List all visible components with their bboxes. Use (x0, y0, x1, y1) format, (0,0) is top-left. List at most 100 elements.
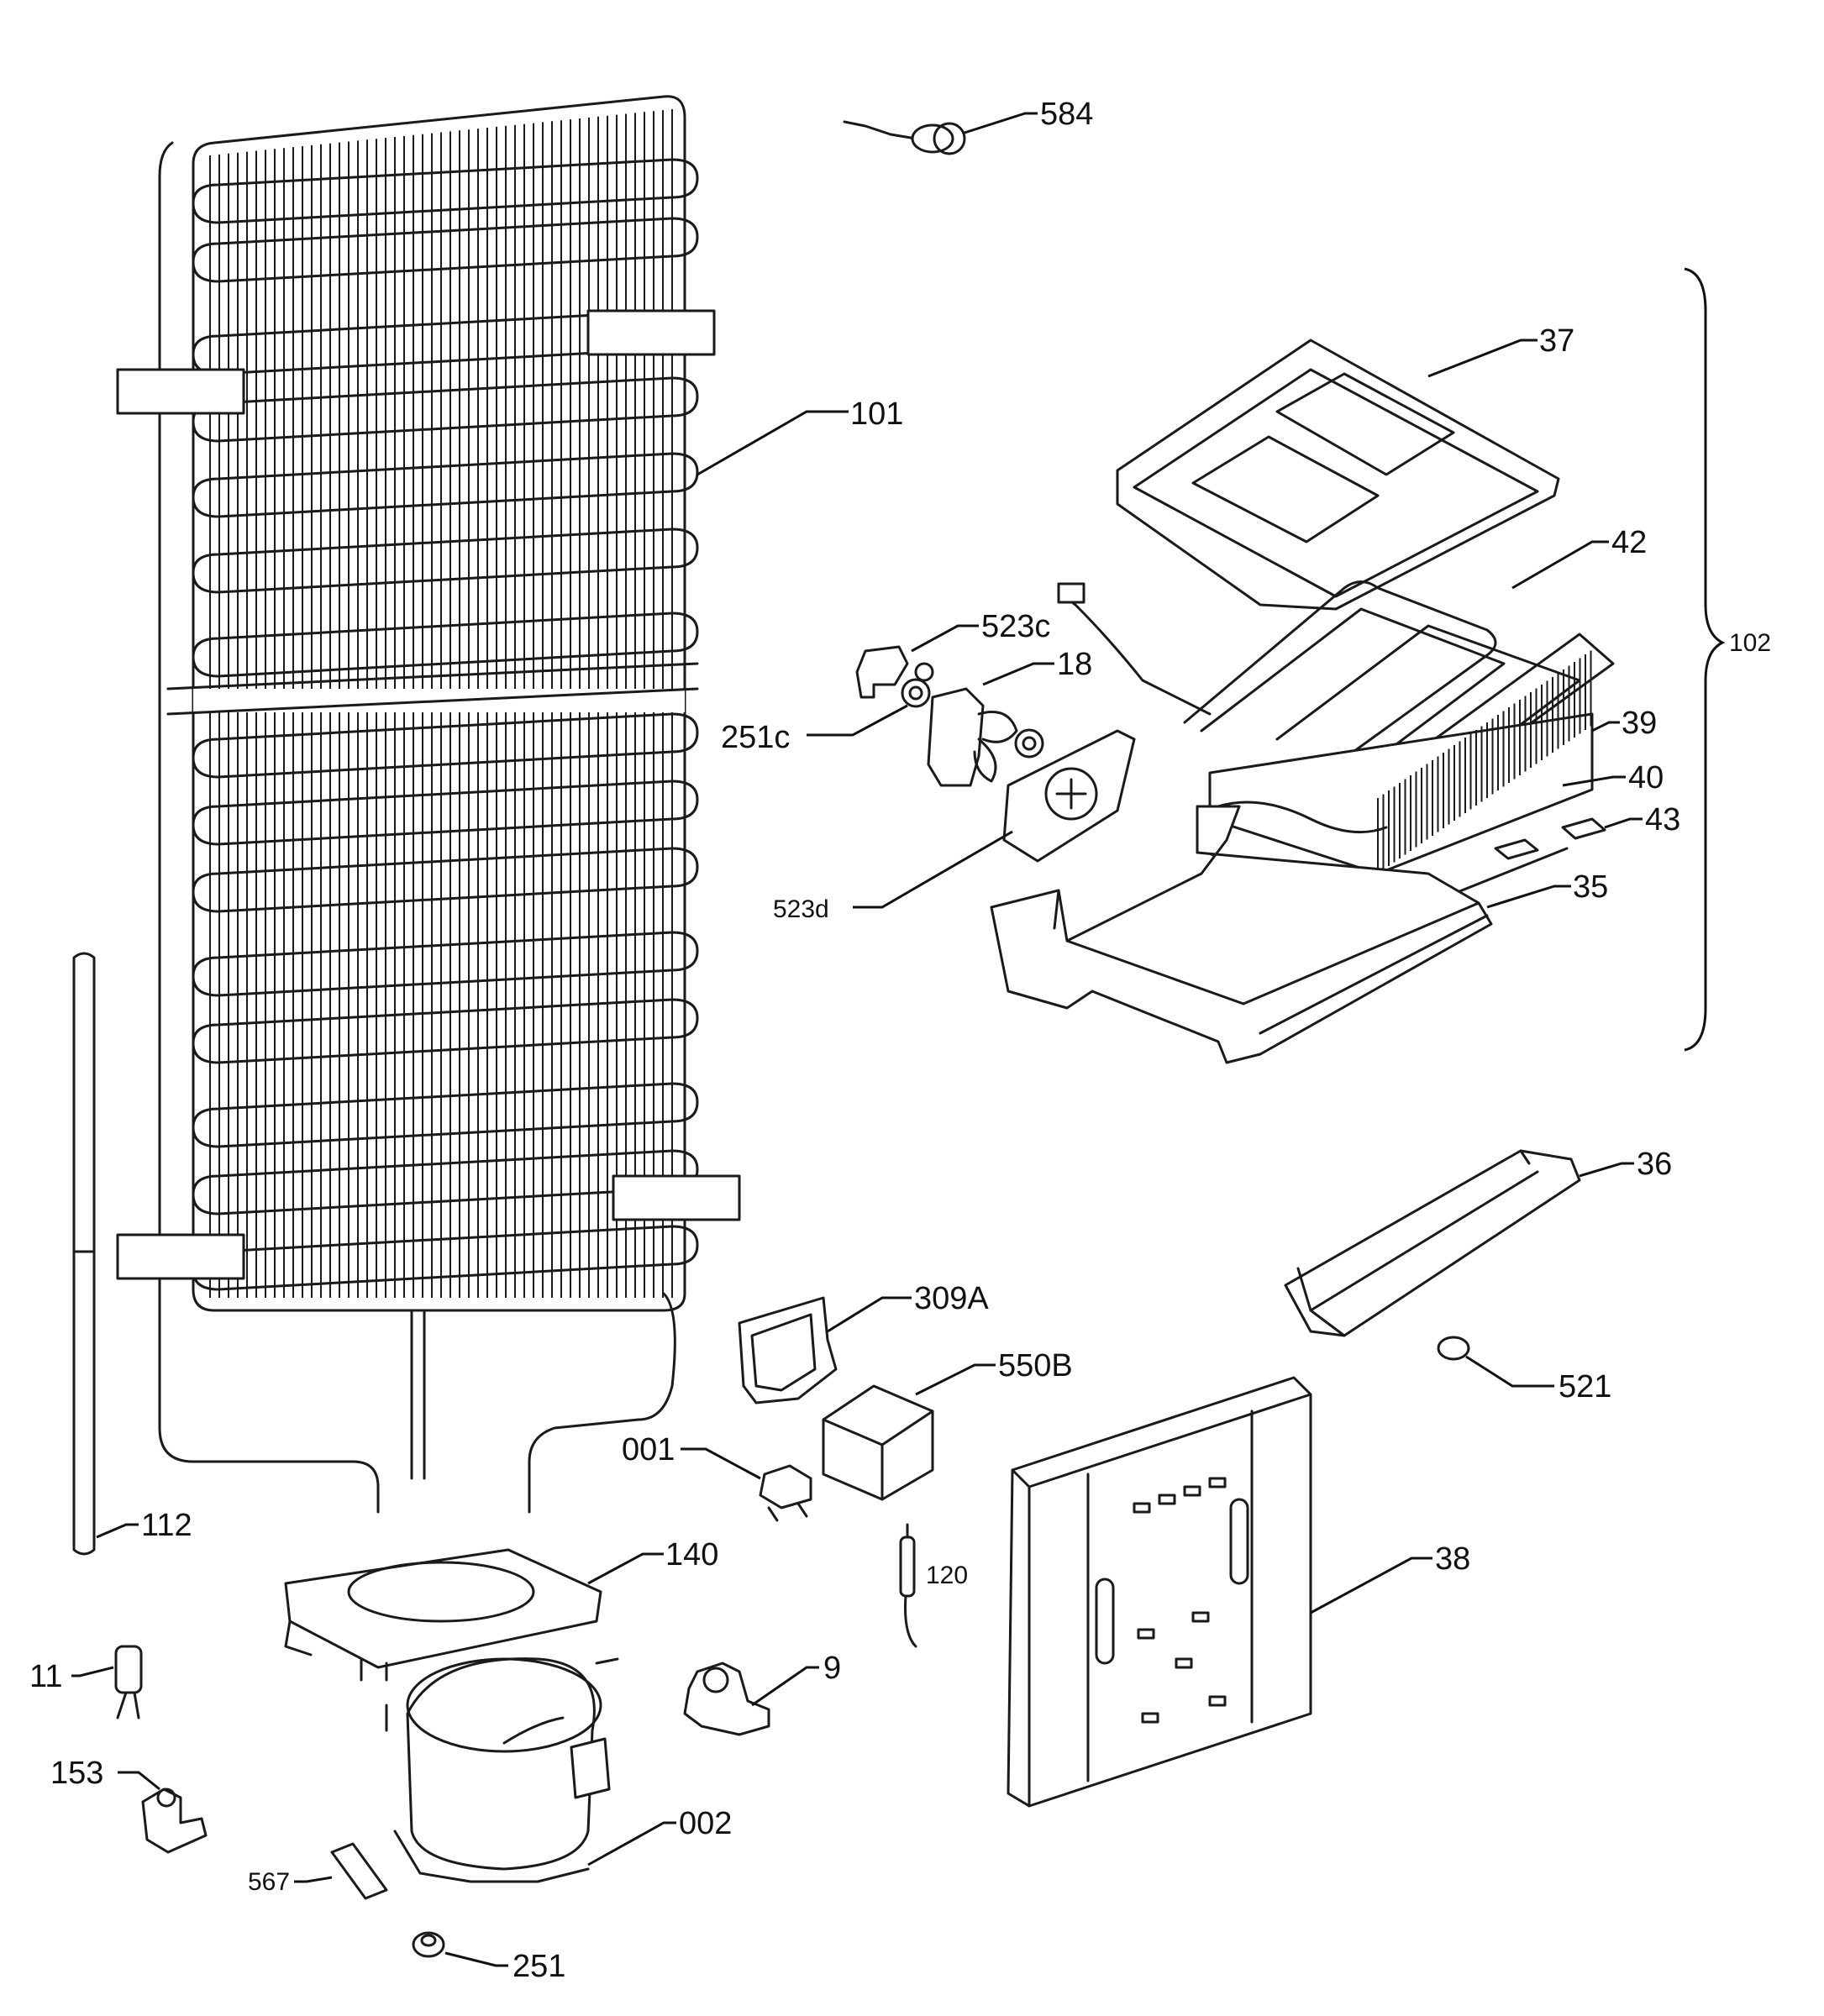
callout-550b: 550B (998, 1348, 1073, 1383)
condenser-loop (192, 217, 699, 283)
leader-101 (696, 410, 849, 476)
callout-42: 42 (1611, 525, 1647, 560)
fan-motor (927, 687, 1044, 787)
callout-584: 584 (1040, 97, 1093, 132)
fan-mount-plate (1002, 729, 1136, 863)
brace-102 (1684, 267, 1726, 1052)
condenser-loop (192, 847, 699, 913)
callout-001: 001 (622, 1432, 675, 1467)
evaporator-cover (1116, 339, 1560, 611)
leader-112 (96, 1523, 139, 1539)
callout-523c: 523c (981, 609, 1050, 644)
condenser-loop (192, 376, 699, 443)
leader-523d (853, 830, 1013, 909)
fan-bracket (855, 645, 934, 699)
callout-309a: 309A (914, 1281, 989, 1316)
panel-slot (1208, 1477, 1227, 1488)
compressor (385, 1657, 619, 1883)
rear-panel (1007, 1376, 1312, 1808)
leader-36 (1579, 1162, 1634, 1178)
callout-101: 101 (850, 396, 903, 432)
panel-slot (1175, 1657, 1193, 1669)
panel-slot (1191, 1611, 1210, 1623)
callout-251: 251 (513, 1949, 565, 1984)
start-relay (683, 1662, 770, 1736)
condenser-loop (192, 780, 699, 846)
leader-38 (1310, 1557, 1432, 1614)
anti-vibration-pad (330, 1842, 388, 1900)
callout-43: 43 (1645, 802, 1680, 837)
leader-002 (587, 1821, 676, 1866)
leader-309a (827, 1296, 912, 1333)
panel-slot (1183, 1485, 1201, 1497)
callout-140: 140 (665, 1537, 718, 1572)
process-valve (141, 1788, 208, 1854)
leader-140 (587, 1552, 664, 1585)
leader-39 (1591, 721, 1620, 732)
callout-38: 38 (1435, 1541, 1470, 1577)
evaporator-fins (1377, 650, 1592, 874)
condenser-loop (192, 158, 699, 224)
callout-35: 35 (1573, 869, 1608, 905)
relay-box (822, 1384, 934, 1501)
leader-251c (807, 704, 908, 737)
callout-36: 36 (1637, 1147, 1672, 1182)
o-ring (1437, 1336, 1470, 1361)
callout-11: 11 (29, 1659, 62, 1694)
drain-tube (72, 952, 96, 1556)
callout-153: 153 (50, 1756, 103, 1791)
panel-slot (1137, 1628, 1155, 1640)
leader-001 (681, 1447, 761, 1480)
drain-trough (1284, 1149, 1581, 1337)
leader-521 (1465, 1355, 1554, 1388)
leader-35 (1486, 885, 1571, 909)
condenser-loop (192, 452, 699, 518)
condenser-loop (192, 1225, 699, 1291)
leader-18 (982, 662, 1054, 686)
thermistor (899, 1523, 917, 1648)
leader-153 (118, 1771, 160, 1791)
temperature-sensor (843, 120, 966, 155)
callout-102: 102 (1729, 629, 1771, 657)
callout-521: 521 (1559, 1369, 1611, 1404)
leader-550b (915, 1363, 996, 1396)
leader-11 (71, 1666, 114, 1677)
leader-43 (1604, 817, 1643, 829)
evaporator-tray (990, 805, 1493, 1064)
panel-slot (1208, 1695, 1227, 1707)
panel-slot (1158, 1494, 1176, 1505)
leader-251 (444, 1951, 508, 1967)
callout-18: 18 (1057, 647, 1092, 682)
condenser-loop (192, 1082, 699, 1148)
callout-567: 567 (248, 1868, 290, 1896)
thermal-fuses (1494, 817, 1606, 860)
callout-120: 120 (926, 1562, 968, 1589)
panel-slot (1141, 1712, 1159, 1724)
mount-bracket (116, 1233, 245, 1280)
leader-40 (1562, 775, 1626, 787)
callout-39: 39 (1622, 706, 1657, 741)
panel-slot (1133, 1502, 1151, 1514)
callout-37: 37 (1539, 323, 1574, 359)
panel-slots (1133, 1477, 1227, 1724)
condenser-coil (116, 95, 741, 1514)
mount-bracket (116, 368, 245, 415)
leader-584 (964, 112, 1038, 134)
callout-40: 40 (1628, 760, 1664, 795)
callout-002: 002 (679, 1806, 732, 1841)
mount-bracket (612, 1174, 741, 1221)
grommet-small (901, 678, 931, 708)
callout-9: 9 (823, 1651, 841, 1686)
callout-112: 112 (141, 1508, 192, 1543)
compressor-base (284, 1548, 602, 1682)
callout-523d: 523d (773, 895, 829, 923)
condenser-loop (192, 528, 699, 594)
valve (114, 1645, 143, 1719)
leader-9 (751, 1666, 819, 1707)
condenser-loop (192, 712, 699, 779)
leader-567 (294, 1876, 333, 1883)
condenser-loop (192, 998, 699, 1064)
callout-251c: 251c (721, 720, 790, 755)
leader-42 (1511, 540, 1609, 590)
